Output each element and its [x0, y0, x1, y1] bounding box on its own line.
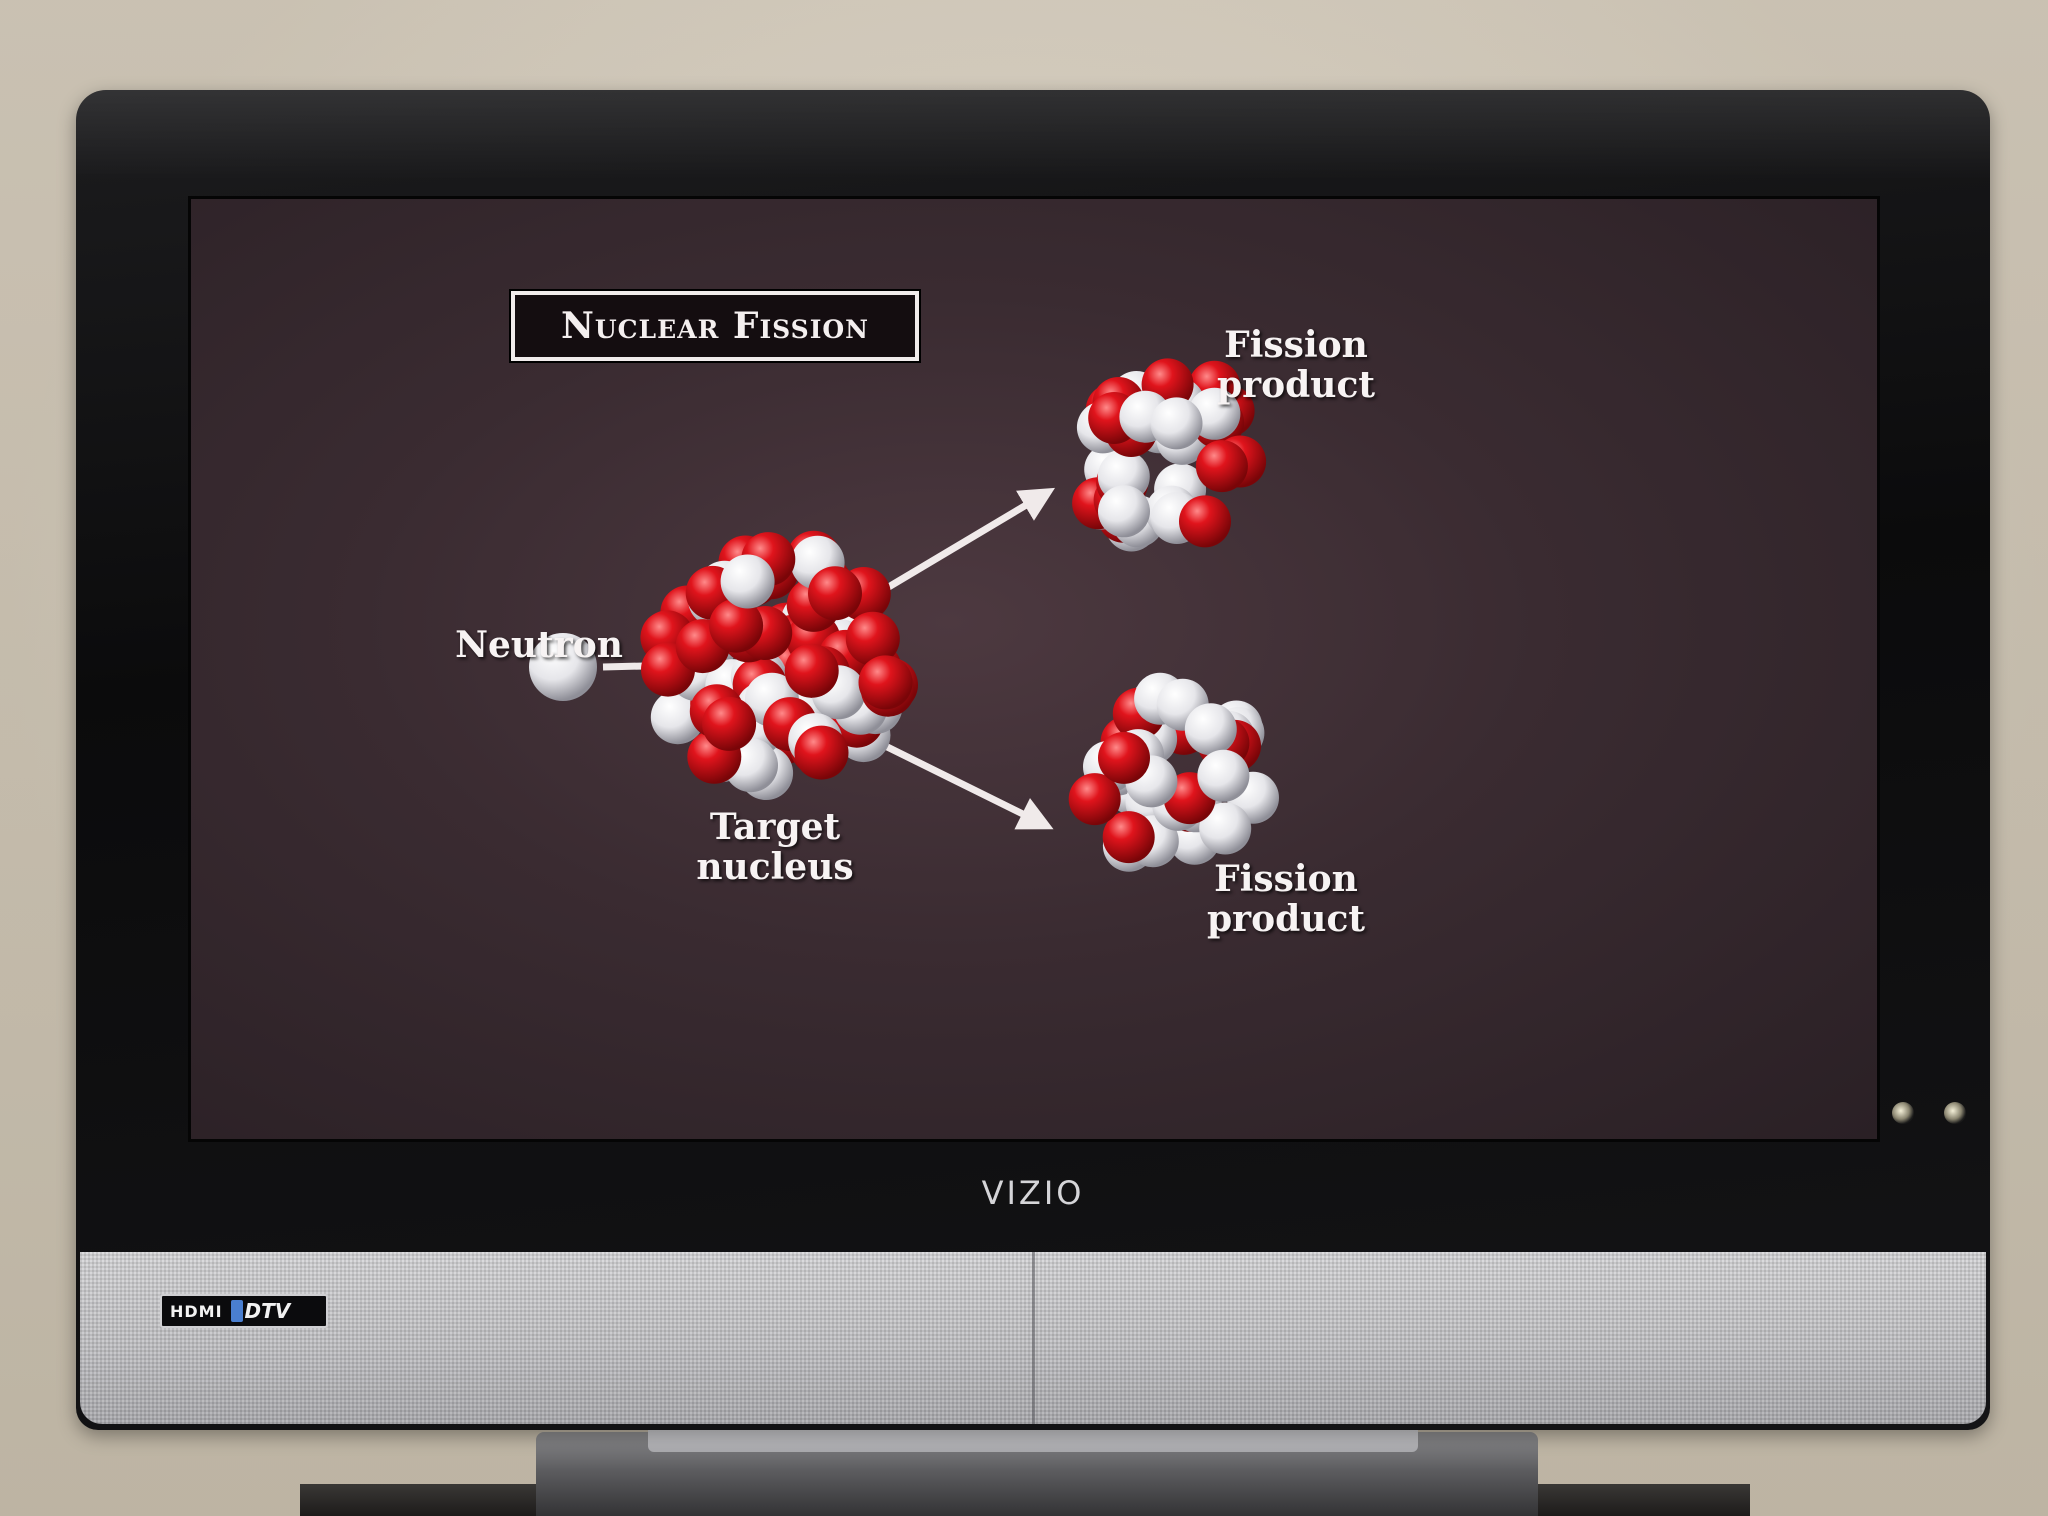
- target-proton-61: [784, 643, 839, 698]
- neutron-label: Neutron: [455, 624, 623, 666]
- product-top-neutron-35: [1150, 397, 1203, 450]
- neutron-ball: [529, 633, 597, 701]
- hdmi-logo-text: HDMI: [170, 1301, 223, 1321]
- bezel-reflection: [76, 90, 1990, 180]
- product-top-line2: product: [1216, 364, 1376, 406]
- product-top-proton-24: [1179, 495, 1231, 548]
- ir-sensor-icon: [1892, 1102, 1914, 1124]
- target-proton-48: [845, 611, 900, 666]
- product-top-proton-32: [1195, 440, 1248, 493]
- target-proton-64: [808, 566, 862, 621]
- target-neutron-67: [720, 554, 775, 609]
- target-proton-65: [709, 598, 764, 653]
- product-bottom-line2: product: [1206, 898, 1366, 940]
- target-label-line2: nucleus: [696, 846, 854, 888]
- product-bottom-neutron-32: [1184, 703, 1237, 756]
- tv-screen: Nuclear Fission Neutron Target nucleus F…: [188, 196, 1880, 1142]
- product-bottom-proton-35: [1098, 731, 1150, 784]
- fission-product-top-cluster: [1072, 358, 1267, 552]
- fission-diagram: [529, 358, 1279, 872]
- product-bottom-neutron-33: [1197, 749, 1250, 802]
- fission-product-bottom-cluster: [1068, 672, 1279, 872]
- product-bottom-line1: Fission: [1214, 858, 1358, 900]
- target-proton-69: [794, 725, 849, 780]
- target-nucleus-label: Target nucleus: [685, 807, 865, 887]
- grille-divider: [1032, 1252, 1035, 1424]
- dtv-logo-text: DTV: [244, 1299, 291, 1323]
- hdtv-logo: DTV: [230, 1299, 291, 1323]
- product-top-neutron-29: [1098, 485, 1150, 538]
- television: Nuclear Fission Neutron Target nucleus F…: [76, 90, 1990, 1430]
- target-nucleus-cluster: [640, 530, 918, 800]
- speaker-grille: HDMI DTV: [80, 1252, 1986, 1424]
- target-label-line1: Target: [709, 806, 841, 848]
- product-top-line1: Fission: [1224, 324, 1368, 366]
- hd-mark-icon: [230, 1300, 243, 1322]
- slide-title-box: Nuclear Fission: [509, 289, 921, 363]
- product-bottom-neutron-14: [1199, 802, 1252, 855]
- target-proton-59: [858, 655, 913, 710]
- product-bottom-proton-20: [1102, 811, 1155, 864]
- fission-product-top-label: Fission product: [1201, 325, 1391, 405]
- power-led-icon: [1944, 1102, 1966, 1124]
- tv-brand-logo: VIZIO: [981, 1174, 1085, 1212]
- target-proton-68: [702, 696, 757, 751]
- fission-product-bottom-label: Fission product: [1191, 859, 1381, 939]
- slide-title: Nuclear Fission: [560, 305, 870, 347]
- product-bottom-proton-34: [1068, 773, 1121, 826]
- neutron-particle: [529, 633, 597, 701]
- hdmi-hdtv-badge: HDMI DTV: [160, 1294, 328, 1328]
